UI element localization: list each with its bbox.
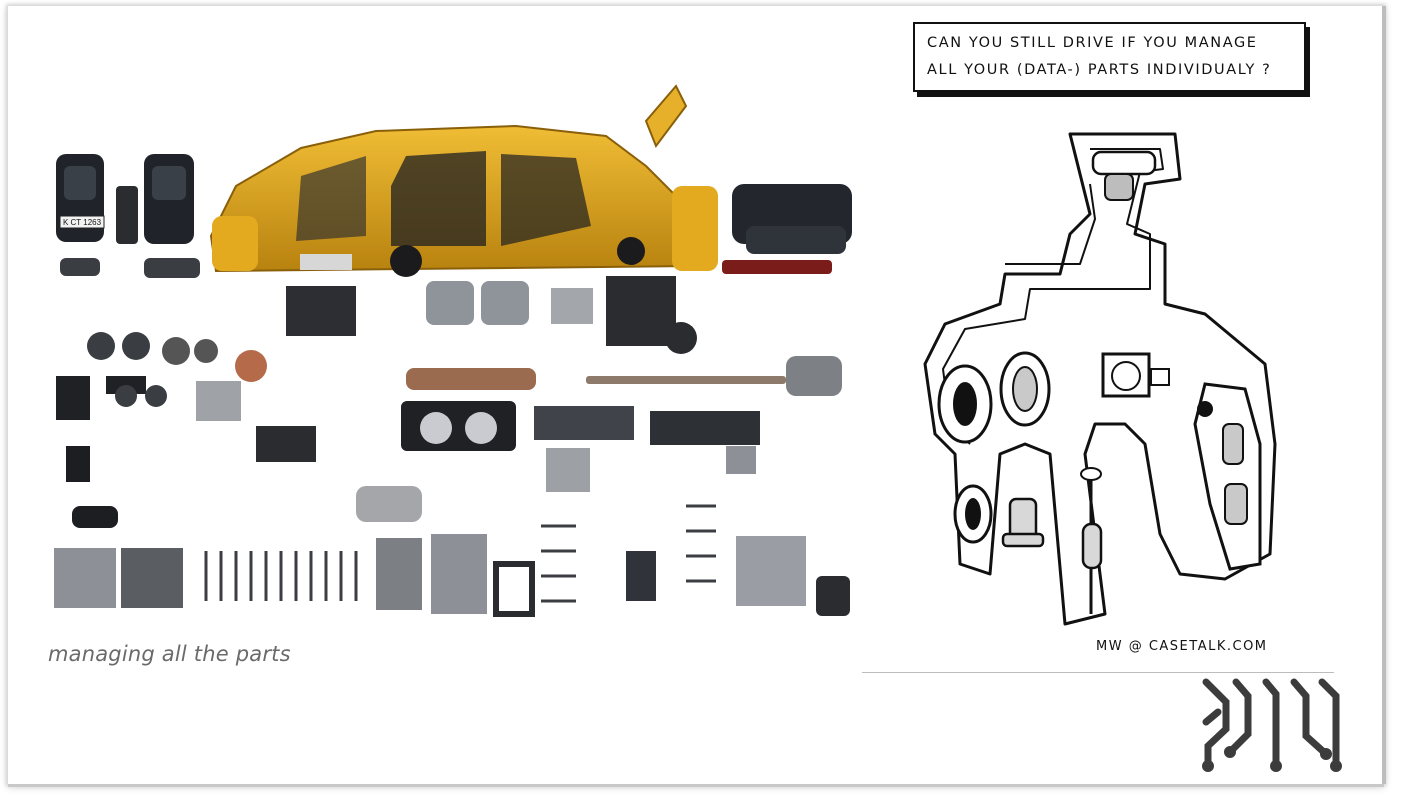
- cartoon-mirror: [1091, 150, 1157, 201]
- cartoon-exhaust: [1080, 467, 1103, 614]
- cartoon-engine: [1101, 352, 1170, 398]
- slide-caption: managing all the parts: [48, 642, 291, 666]
- parts-grid: [54, 258, 850, 617]
- cartoon-tire-1: [937, 364, 993, 444]
- door-panel: [672, 186, 718, 271]
- license-plate-text: K CT 1263: [63, 218, 102, 227]
- rear-seat: [732, 184, 852, 254]
- cartoon-car-door: [1193, 382, 1262, 571]
- cartoon-seat: [1001, 497, 1045, 548]
- seat-right: [144, 154, 194, 244]
- bumper-front: [212, 216, 258, 271]
- cartoon-question-box: CAN YOU STILL DRIVE IF YOU MANAGE ALL YO…: [913, 22, 1306, 92]
- circuit-logo-icon: [1202, 678, 1342, 772]
- seat-belt-part: [116, 186, 138, 244]
- car-body: [209, 84, 708, 277]
- slide-edge-bottom: [8, 784, 1384, 787]
- cartoon-small-tire: [953, 484, 993, 544]
- car-parts-photo: K CT 1263: [54, 84, 852, 617]
- slide-edge-right: [1382, 6, 1386, 784]
- panel-part: [300, 254, 352, 270]
- car-octopus-cartoon: [923, 132, 1277, 626]
- cartoon-tire-2: [999, 351, 1051, 427]
- seat-left: [56, 154, 104, 242]
- cartoon-question-line1: CAN YOU STILL DRIVE IF YOU MANAGE: [927, 35, 1258, 51]
- divider-line: [862, 672, 1334, 673]
- license-plate: [59, 215, 105, 229]
- small-parts: [204, 504, 716, 603]
- cartoon-question-line2: ALL YOUR (DATA-) PARTS INDIVIDUALY ?: [927, 62, 1272, 78]
- cartoon-credit: MW @ CASETALK.COM: [1096, 639, 1268, 654]
